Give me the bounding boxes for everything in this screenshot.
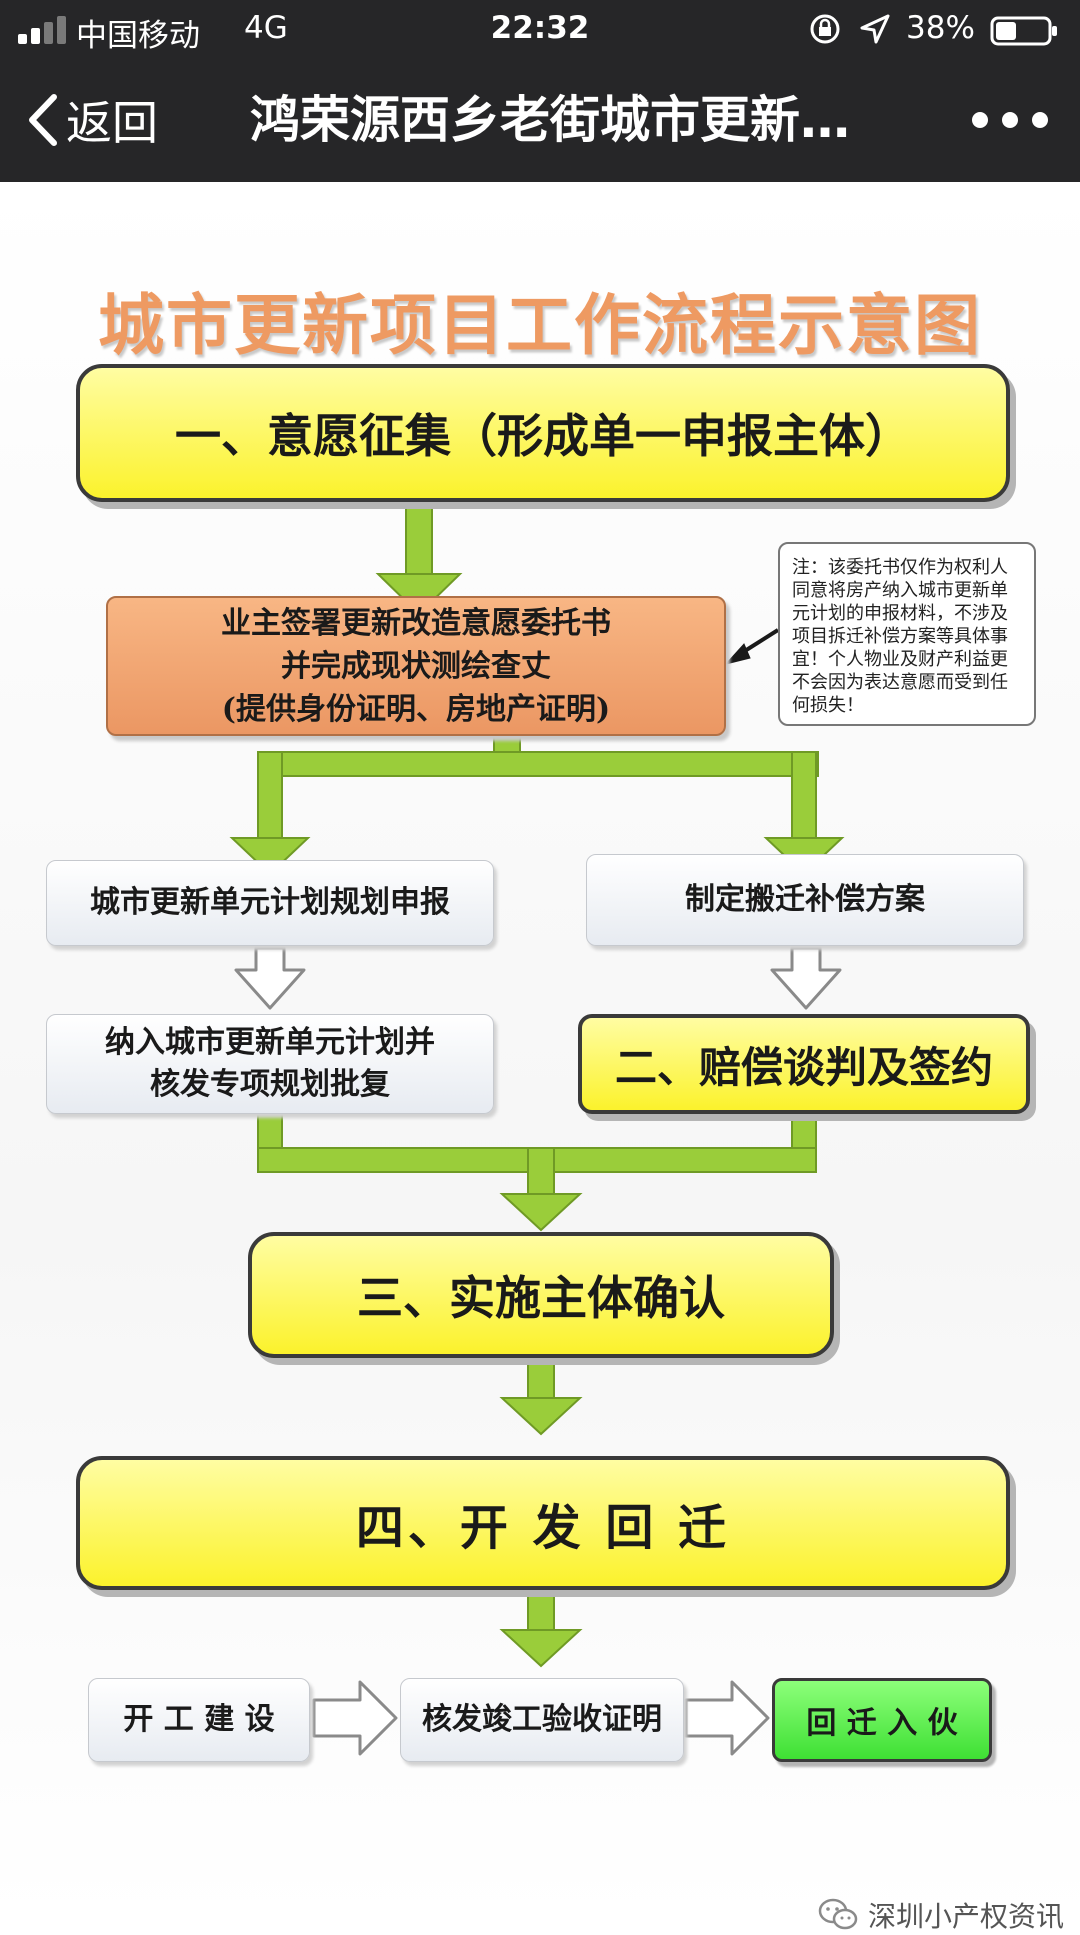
status-time: 22:32 (490, 10, 590, 46)
step2-label: 二、赔偿谈判及签约 (614, 1042, 993, 1092)
move-in-box: 回 迁 入 伙 (772, 1678, 992, 1762)
step1-label: 一、意愿征集（形成单一申报主体） (175, 409, 911, 463)
arrow-construction-to-acceptance (312, 1680, 398, 1756)
back-button[interactable]: 返回 (26, 88, 158, 152)
compensation-plan-box: 制定搬迁补偿方案 (586, 854, 1024, 946)
status-bar: 中国移动 4G 22:32 38% (0, 0, 1080, 58)
step4-label: 四、开 发 回 迁 (355, 1500, 731, 1556)
watermark-text: 深圳小产权资讯 (868, 1900, 1065, 1933)
navigation-bar: 返回 鸿荣源西乡老街城市更新… (0, 58, 1080, 182)
step3-box: 三、实施主体确认 (248, 1232, 834, 1358)
note-pointer-arrow (724, 628, 780, 665)
arrow-acceptance-to-movein (684, 1680, 770, 1756)
plan-apply-box: 城市更新单元计划规划申报 (46, 860, 494, 946)
arrow-hollow-left (234, 946, 306, 1010)
network-type: 4G (244, 10, 288, 46)
page-title: 鸿荣源西乡老街城市更新… (250, 91, 850, 149)
sign-box: 业主签署更新改造意愿委托书 并完成现状测绘查丈 (提供身份证明、房地产证明) (106, 596, 726, 736)
arrow-step4-to-acceptance (499, 1587, 583, 1668)
watermark: 深圳小产权资讯 (818, 1895, 1064, 1935)
location-arrow-icon (860, 14, 890, 44)
arrow-step3-to-step4 (499, 1353, 583, 1436)
chevron-left-icon (29, 94, 57, 146)
construction-box: 开 工 建 设 (88, 1678, 310, 1762)
step2-box: 二、赔偿谈判及签约 (578, 1014, 1030, 1114)
battery-icon (990, 16, 1057, 46)
plan-approve-line-2: 核发专项规划批复 (150, 1067, 390, 1102)
note-box: 注：该委托书仅作为权利人同意将房产纳入城市更新单元计划的申报材料，不涉及项目拆迁… (778, 542, 1036, 726)
wechat-icon (818, 1898, 858, 1930)
acceptance-label: 核发竣工验收证明 (422, 1702, 662, 1737)
arrow-step1-to-sign (375, 506, 463, 616)
compensation-plan-label: 制定搬迁补偿方案 (685, 882, 925, 917)
acceptance-box: 核发竣工验收证明 (400, 1678, 684, 1762)
sign-line-3: (提供身份证明、房地产证明) (221, 691, 611, 727)
plan-approve-box: 纳入城市更新单元计划并 核发专项规划批复 (46, 1014, 494, 1114)
article-image: 城市更新项目工作流程示意图 一、意愿征集（形成单一申报主体） 业主签署更新改造意… (0, 182, 1080, 1933)
plan-approve-line-1: 纳入城市更新单元计划并 (105, 1025, 435, 1060)
flowchart-title: 城市更新项目工作流程示意图 (98, 287, 982, 364)
note-text: 注：该委托书仅作为权利人同意将房产纳入城市更新单元计划的申报材料，不涉及项目拆迁… (792, 557, 1008, 716)
more-dots-icon[interactable] (966, 106, 1066, 134)
construction-label: 开 工 建 设 (123, 1702, 275, 1737)
step4-box: 四、开 发 回 迁 (76, 1456, 1010, 1590)
orientation-lock-icon (810, 14, 840, 44)
top-bar: 中国移动 4G 22:32 38% 返回 鸿荣源西乡老街城市更新… (0, 0, 1080, 182)
move-in-label: 回 迁 入 伙 (806, 1706, 958, 1741)
sign-line-1: 业主签署更新改造意愿委托书 (221, 605, 611, 641)
step3-label: 三、实施主体确认 (357, 1271, 725, 1325)
plan-apply-label: 城市更新单元计划规划申报 (90, 885, 450, 920)
battery-percent: 38% (906, 10, 975, 46)
sign-line-2: 并完成现状测绘查丈 (281, 648, 551, 684)
arrow-hollow-right (770, 946, 842, 1010)
step1-box: 一、意愿征集（形成单一申报主体） (76, 364, 1010, 502)
signal-icon (18, 16, 68, 44)
back-label: 返回 (66, 96, 158, 150)
carrier-name: 中国移动 (76, 18, 200, 54)
arrow-merge-to-step3 (257, 1111, 817, 1232)
